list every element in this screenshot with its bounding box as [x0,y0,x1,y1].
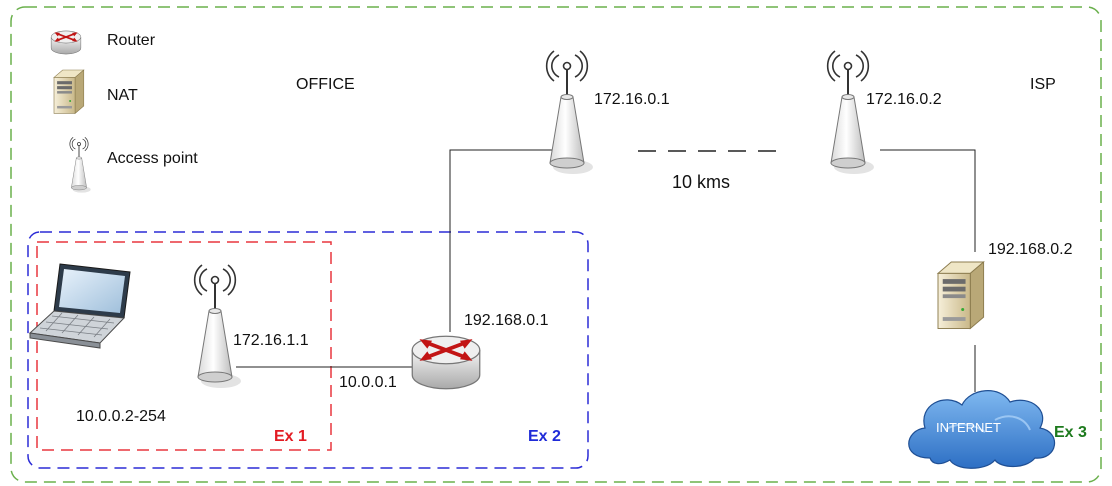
router-icon [410,334,482,391]
ex2-zone-border [27,231,589,469]
office-access-point-icon [545,50,594,175]
router-wan-ip: 192.168.0.1 [464,312,549,329]
nat-ip: 192.168.0.2 [988,241,1073,258]
client-access-point-icon [193,264,242,389]
link-isp-ap-to-nat [880,149,976,252]
link-router-to-office-ap [449,149,552,332]
nat-server-icon [937,261,985,329]
legend: Router NAT Access point [50,30,198,194]
internet-cloud-icon [908,390,1056,469]
legend-access-point-icon [69,136,92,194]
legend-nat-label: NAT [107,87,138,104]
legend-router-icon [50,30,82,55]
laptop-icon [28,263,131,349]
client-range-label: 10.0.0.2-254 [76,408,166,425]
ex2-label: Ex 2 [528,428,561,445]
legend-nat-icon [53,69,85,114]
isp-access-point-icon [826,50,875,175]
isp-ap-ip: 172.16.0.2 [866,91,942,108]
internet-label: INTERNET [936,420,1001,435]
legend-access-point-label: Access point [107,150,198,167]
isp-zone-label: ISP [1030,76,1056,93]
ex3-label: Ex 3 [1054,424,1087,441]
ex1-label: Ex 1 [274,428,307,445]
office-zone-label: OFFICE [296,76,355,93]
distance-label: 10 kms [672,172,730,192]
router-lan-ip: 10.0.0.1 [339,374,397,391]
legend-router-label: Router [107,32,156,49]
client-ap-ip: 172.16.1.1 [233,332,309,349]
outer-zone-border [10,6,1102,483]
office-ap-ip: 172.16.0.1 [594,91,670,108]
ex1-zone-border [36,241,332,451]
